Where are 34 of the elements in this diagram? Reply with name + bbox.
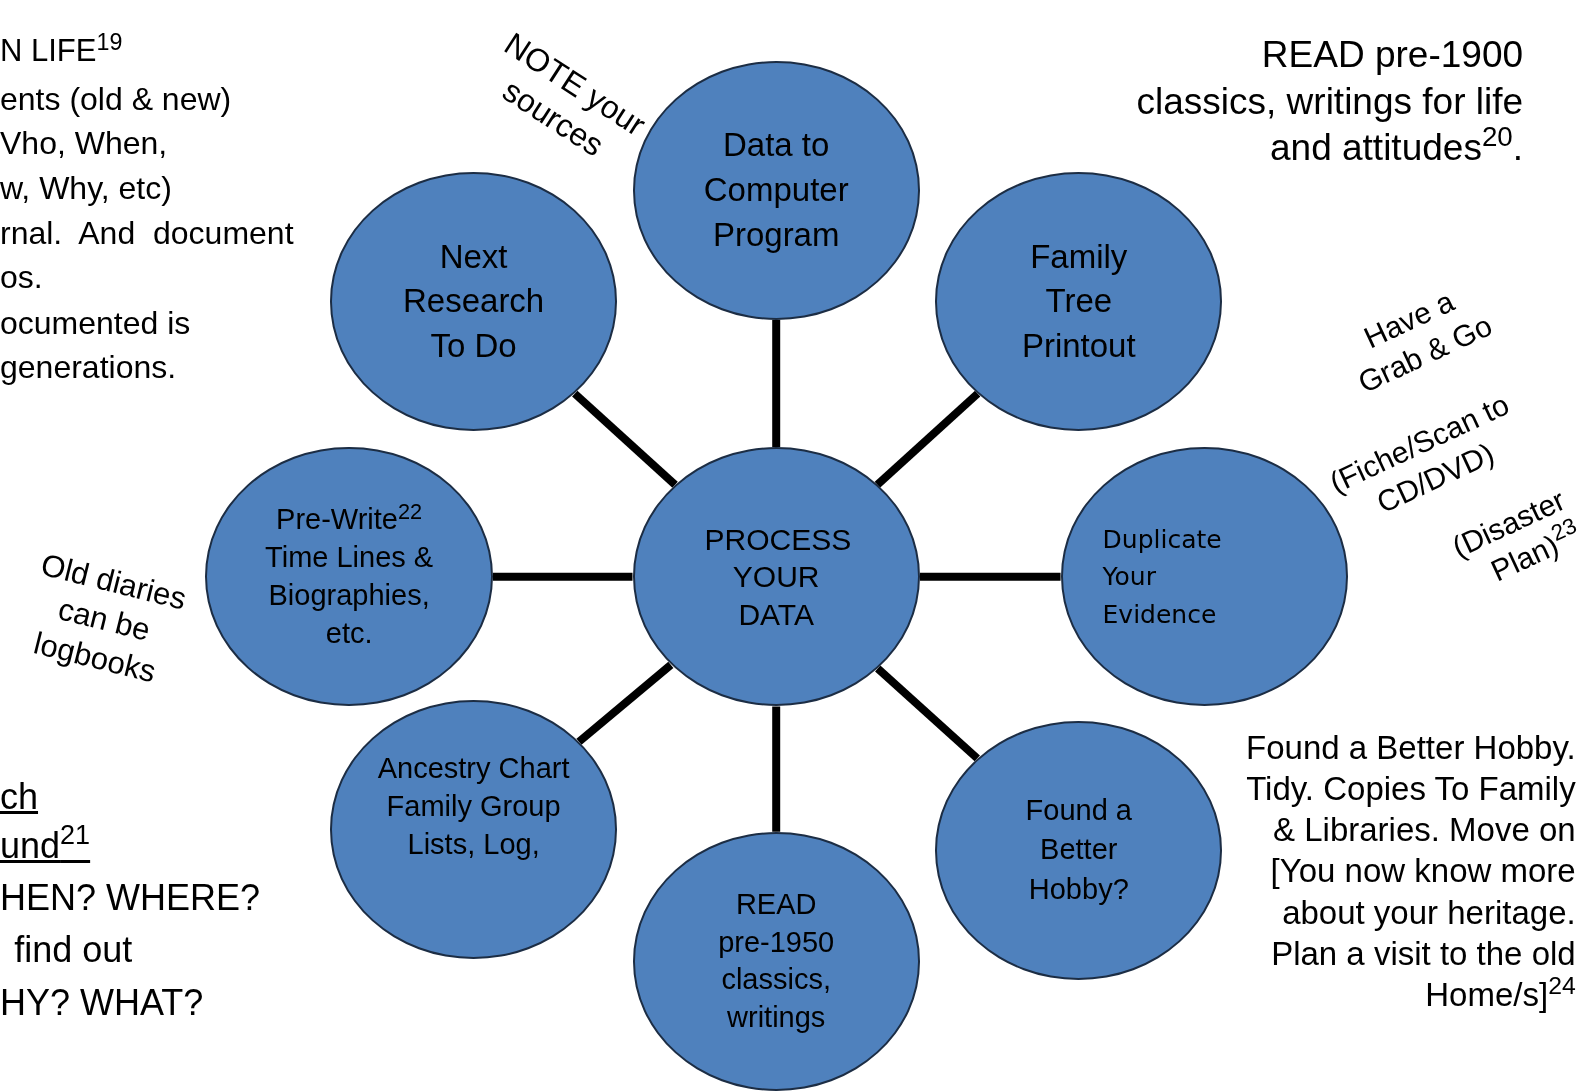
node-label: Found a Better Hobby? xyxy=(1024,793,1133,907)
connector-line xyxy=(492,572,633,581)
connector-line xyxy=(572,390,678,488)
connector-line xyxy=(875,665,980,762)
note-text: ch xyxy=(0,775,39,820)
connector-line xyxy=(576,661,674,745)
connector-line xyxy=(919,572,1061,581)
connector-line xyxy=(772,706,781,832)
connector-line xyxy=(772,319,781,448)
note-text: w, Why, etc) xyxy=(0,169,172,208)
note-text: find out xyxy=(14,928,133,972)
note-text: N LIFE$^{19}$ xyxy=(0,32,123,71)
node-label: Family Tree Printout xyxy=(1020,236,1137,366)
note-text: HY? WHAT? xyxy=(0,980,204,1025)
note-text: ents (old & new) xyxy=(0,79,232,119)
node-label: Duplicate Your Evidence xyxy=(1102,523,1223,631)
note-text: HEN? WHERE? xyxy=(0,876,261,921)
connector-line xyxy=(874,390,981,488)
note-text: Have a Grab & Go xyxy=(1351,282,1498,400)
note-text: und$^{21}$ xyxy=(0,822,91,868)
node-label: PROCESS YOUR DATA xyxy=(704,521,848,633)
note-text: Old diaries can be logbooks xyxy=(29,545,191,691)
note-text: rnal. And document xyxy=(0,213,294,253)
node-label: READ pre-1950 classics, writings xyxy=(717,887,836,1036)
note-text: os. xyxy=(0,258,43,298)
node-label: Data to Computer Program xyxy=(702,125,850,255)
node-label: Pre-Write$^{22}$ Time Lines & Biographies, etc. xyxy=(264,501,435,651)
note-text: generations. xyxy=(0,348,177,388)
note-text: Found a Better Hobby. Tidy. Copies To Family & Libraries. Move on [You now know more about your heritage. Plan a visit to the old Home/s]$^{24}$ xyxy=(1245,727,1576,1016)
node-label: Next Research To Do xyxy=(402,236,546,366)
note-text: READ pre-1900 classics, writings for life and attitudes$^{20}$. xyxy=(1135,33,1524,170)
node-label: Ancestry Chart Family Group Lists, Log, xyxy=(376,751,571,862)
note-text: ocumented is xyxy=(0,303,191,343)
note-text: Vho, When, xyxy=(0,124,168,164)
